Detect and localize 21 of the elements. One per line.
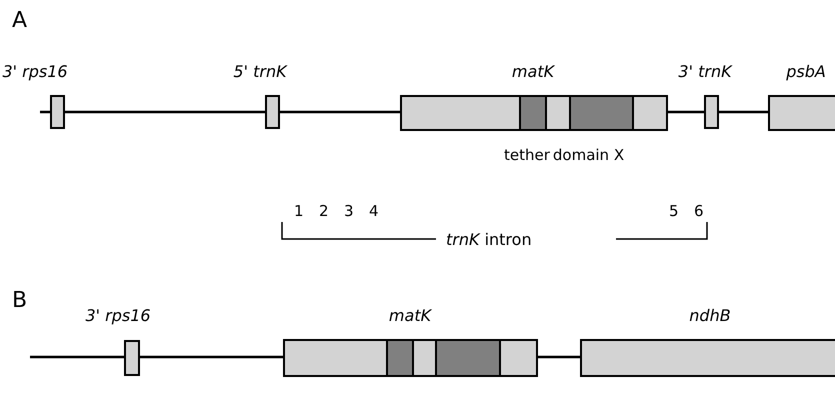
- gene-label: 5' trnK: [233, 62, 287, 81]
- domain-label: domain X: [552, 146, 624, 164]
- site-number: 3: [344, 202, 354, 220]
- gene-label: matK: [512, 62, 554, 81]
- gene-label: matK: [388, 306, 432, 325]
- site-number: 6: [694, 202, 704, 220]
- gene-label: 3' rps16: [2, 62, 68, 81]
- panel-letter: B: [12, 288, 28, 313]
- gene-label: 3' rps16: [85, 306, 151, 325]
- domain-box: [386, 339, 414, 377]
- site-number: 5: [669, 202, 679, 220]
- bracket-label: trnK intron: [446, 230, 532, 249]
- gene-label: psbA: [786, 62, 826, 81]
- domain-label: tether: [504, 146, 550, 164]
- gene-label: 3' trnK: [678, 62, 732, 81]
- site-number: 2: [319, 202, 329, 220]
- panel-letter: A: [12, 8, 28, 33]
- site-number: 1: [294, 202, 304, 220]
- domain-box: [435, 339, 501, 377]
- site-number: 4: [369, 202, 379, 220]
- gene-label: ndhB: [689, 306, 731, 325]
